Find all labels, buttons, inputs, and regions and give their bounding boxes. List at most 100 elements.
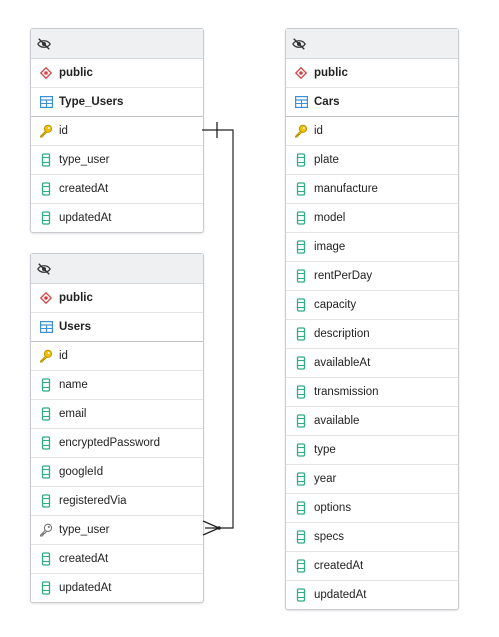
column-icon [294,356,308,370]
column-icon [294,414,308,428]
column-icon [294,559,308,573]
column-icon [39,581,53,595]
column-icon [39,465,53,479]
column-list: id plate manufacture model image rentPerDay ca… [286,117,458,609]
column-row-type_user[interactable]: type_user [31,516,203,545]
column-icon [39,211,53,225]
column-row-options[interactable]: options [286,494,458,523]
table-cars[interactable]: public Cars id plate manufacture model image… [285,28,459,610]
column-name: email [59,408,87,420]
column-row-manufacture[interactable]: manufacture [286,175,458,204]
column-icon [39,153,53,167]
primary-key-icon [39,124,53,138]
column-row-id[interactable]: id [31,117,203,146]
column-name: createdAt [59,183,109,195]
column-list: id type_user createdAt updatedAt [31,117,203,232]
table-header[interactable] [31,29,203,59]
column-row-createdAt[interactable]: createdAt [31,175,203,204]
table-name: Type_Users [59,96,124,108]
primary-key-icon [294,124,308,138]
column-name: updatedAt [59,212,112,224]
column-row-id[interactable]: id [31,342,203,371]
column-name: encryptedPassword [59,437,160,449]
column-name: registeredVia [59,495,127,507]
column-name: rentPerDay [314,270,373,282]
column-row-registeredVia[interactable]: registeredVia [31,487,203,516]
column-icon [294,443,308,457]
table-name-row[interactable]: Users [31,313,203,342]
column-row-availableAt[interactable]: availableAt [286,349,458,378]
column-name: createdAt [314,560,364,572]
column-name: id [59,350,68,362]
schema-label: public [59,67,93,79]
schema-label: public [59,292,93,304]
column-name: id [314,125,323,137]
column-row-description[interactable]: description [286,320,458,349]
relationship-line [202,129,234,529]
column-row-plate[interactable]: plate [286,146,458,175]
column-row-specs[interactable]: specs [286,523,458,552]
column-row-encryptedPassword[interactable]: encryptedPassword [31,429,203,458]
column-row-capacity[interactable]: capacity [286,291,458,320]
schema-label: public [314,67,348,79]
column-icon [294,182,308,196]
table-name-row[interactable]: Type_Users [31,88,203,117]
column-name: plate [314,154,339,166]
hidden-eye-icon[interactable] [37,37,51,51]
schema-row: public [31,284,203,313]
table-users[interactable]: public Users id name email encryptedPasswor… [30,253,204,603]
column-name: name [59,379,88,391]
many-cardinality-mark-top [202,520,220,529]
column-row-email[interactable]: email [31,400,203,429]
column-row-rentPerDay[interactable]: rentPerDay [286,262,458,291]
column-row-createdAt[interactable]: createdAt [31,545,203,574]
table-type-users[interactable]: public Type_Users id type_user createdAt up… [30,28,204,233]
column-name: createdAt [59,553,109,565]
schema-diamond-icon [39,291,53,305]
table-header[interactable] [286,29,458,59]
column-name: manufacture [314,183,378,195]
column-row-name[interactable]: name [31,371,203,400]
table-name-row[interactable]: Cars [286,88,458,117]
column-name: updatedAt [59,582,112,594]
table-header[interactable] [31,254,203,284]
column-row-updatedAt[interactable]: updatedAt [31,204,203,232]
column-name: transmission [314,386,379,398]
column-name: type_user [59,524,110,536]
column-row-year[interactable]: year [286,465,458,494]
table-icon [39,95,53,109]
column-icon [294,240,308,254]
column-row-available[interactable]: available [286,407,458,436]
hidden-eye-icon[interactable] [37,262,51,276]
connector-dot [217,526,221,530]
column-row-createdAt[interactable]: createdAt [286,552,458,581]
column-icon [39,552,53,566]
column-icon [294,298,308,312]
column-row-googleId[interactable]: googleId [31,458,203,487]
column-icon [39,494,53,508]
column-row-type_user[interactable]: type_user [31,146,203,175]
column-name: image [314,241,346,253]
column-name: specs [314,531,345,543]
column-row-image[interactable]: image [286,233,458,262]
column-name: options [314,502,352,514]
table-icon [39,320,53,334]
column-row-updatedAt[interactable]: updatedAt [31,574,203,602]
column-name: available [314,415,360,427]
column-row-type[interactable]: type [286,436,458,465]
foreign-key-icon [39,523,53,537]
column-icon [294,385,308,399]
table-icon [294,95,308,109]
column-icon [294,211,308,225]
column-row-id[interactable]: id [286,117,458,146]
column-icon [294,269,308,283]
column-row-model[interactable]: model [286,204,458,233]
column-row-updatedAt[interactable]: updatedAt [286,581,458,609]
column-row-transmission[interactable]: transmission [286,378,458,407]
column-name: type [314,444,336,456]
table-name: Cars [314,96,340,108]
hidden-eye-icon[interactable] [292,37,306,51]
column-icon [39,436,53,450]
column-name: capacity [314,299,357,311]
column-name: type_user [59,154,110,166]
